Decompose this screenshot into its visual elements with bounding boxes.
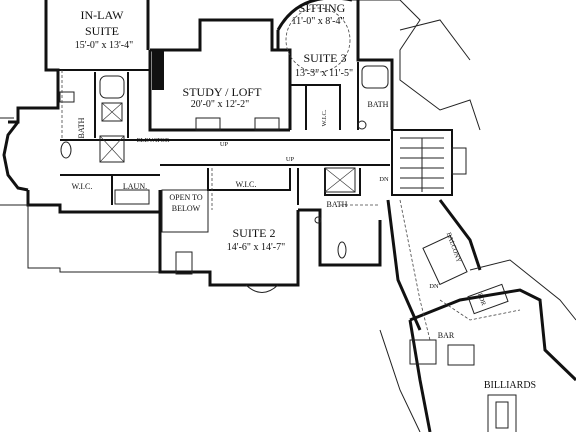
bath-suite3-label: BATH [368, 100, 389, 109]
wic-suite2-label: W.I.C. [236, 180, 257, 189]
billiards-name: BILLIARDS [484, 380, 536, 391]
elevator-label: ELEVATOR [137, 137, 170, 144]
up-loft-label: UP [220, 141, 229, 148]
open-to-below-line1: OPEN TO [169, 193, 202, 202]
in-law-suite-name-line2: SUITE [85, 24, 119, 38]
dn-lower-label: DN [429, 283, 439, 290]
wic-inlaw-label: W.I.C. [72, 182, 93, 191]
suite3-size: 13'-3" x 11'-5" [295, 68, 353, 79]
pdr-label: PDR [476, 292, 487, 307]
interior-walls [58, 62, 361, 205]
fixtures [59, 7, 521, 432]
study-loft-name: STUDY / LOFT [183, 85, 263, 99]
room-labels: IN-LAW SUITE 15'-0" x 13'-4" SITTING 11'… [72, 1, 537, 391]
up-hall-label: UP [286, 156, 295, 163]
in-law-suite-size: 15'-0" x 13'-4" [75, 40, 133, 51]
balcony-label: BALCONY [445, 232, 462, 264]
bar-name: BAR [438, 331, 455, 340]
sitting-size: 11'-0" x 8'-4" [291, 16, 344, 27]
bath-inlaw-label: BATH [77, 117, 86, 138]
bath-suite2-label: BATH [327, 200, 348, 209]
sitting-name: SITTING [299, 1, 346, 15]
suite2-size: 14'-6" x 14'-7" [227, 242, 285, 253]
in-law-suite-name-line1: IN-LAW [80, 8, 124, 22]
study-loft-size: 20'-0" x 12'-2" [191, 99, 249, 110]
wic-suite3-label: W.I.C. [321, 109, 328, 126]
open-to-below-line2: BELOW [172, 204, 201, 213]
dn-stair-label: DN [379, 176, 389, 183]
laundry-label: LAUN. [123, 182, 147, 191]
suite2-name: SUITE 2 [233, 226, 276, 240]
suite3-name: SUITE 3 [304, 51, 347, 65]
